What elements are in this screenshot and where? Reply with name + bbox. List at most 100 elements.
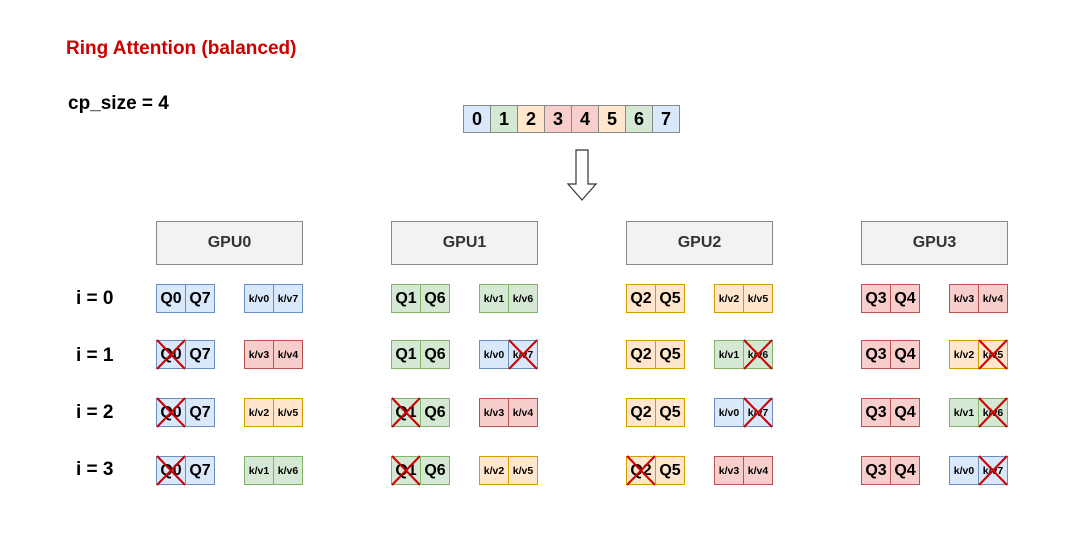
- block-label: k/v2: [953, 348, 975, 361]
- block: Q5: [655, 340, 685, 369]
- block-label: k/v2: [483, 464, 505, 477]
- sequence-token-4: 4: [571, 105, 599, 133]
- block: k/v2: [244, 398, 274, 427]
- kv-blocks-gpu3: k/v1 k/v6: [949, 397, 1008, 428]
- sequence-token-6: 6: [625, 105, 653, 133]
- block-label: Q1: [395, 461, 417, 479]
- block: Q4: [890, 398, 920, 427]
- kv-blocks-gpu3: k/v2 k/v5: [949, 339, 1008, 370]
- block: Q3: [861, 398, 891, 427]
- masked-block: Q1: [391, 397, 421, 428]
- gpu-header-1: GPU1: [391, 221, 538, 265]
- block-label: Q2: [630, 403, 652, 421]
- block-label: k/v2: [718, 292, 740, 305]
- block-label: Q3: [865, 289, 887, 307]
- block: Q4: [890, 340, 920, 369]
- block: k/v3: [714, 456, 744, 485]
- block: Q2: [626, 398, 656, 427]
- block: k/v6: [273, 456, 303, 485]
- sequence-token-5: 5: [598, 105, 626, 133]
- block: k/v5: [508, 456, 538, 485]
- block-label: k/v5: [982, 348, 1004, 361]
- masked-block: k/v7: [508, 339, 538, 370]
- block: k/v4: [978, 284, 1008, 313]
- block-label: Q0: [160, 461, 182, 479]
- block: Q2: [626, 340, 656, 369]
- sequence-token-7: 7: [652, 105, 680, 133]
- masked-block: Q1: [391, 455, 421, 486]
- block: Q6: [420, 284, 450, 313]
- block: Q1: [391, 284, 421, 313]
- block-label: Q6: [424, 403, 446, 421]
- gpu-header-3: GPU3: [861, 221, 1008, 265]
- block-label: Q2: [630, 345, 652, 363]
- block-label: Q5: [659, 289, 681, 307]
- block-label: k/v7: [512, 348, 534, 361]
- sequence-token-3: 3: [544, 105, 572, 133]
- sequence-token-1: 1: [490, 105, 518, 133]
- block: Q4: [890, 284, 920, 313]
- block-label: Q7: [189, 345, 211, 363]
- block: k/v1: [714, 340, 744, 369]
- block: k/v0: [479, 340, 509, 369]
- block-label: k/v5: [277, 406, 299, 419]
- block-label: k/v7: [982, 464, 1004, 477]
- cp-size-label: cp_size = 4: [68, 93, 169, 114]
- block: k/v4: [273, 340, 303, 369]
- block: k/v0: [949, 456, 979, 485]
- masked-block: k/v6: [978, 397, 1008, 428]
- block: Q0: [156, 284, 186, 313]
- masked-block: k/v7: [978, 455, 1008, 486]
- block-label: Q4: [894, 289, 916, 307]
- gpu-header-2: GPU2: [626, 221, 773, 265]
- block-label: k/v1: [953, 406, 975, 419]
- block-label: k/v3: [718, 464, 740, 477]
- masked-block: Q2: [626, 455, 656, 486]
- step-label-3: i = 3: [76, 459, 114, 480]
- block-label: Q5: [659, 403, 681, 421]
- block: Q5: [655, 398, 685, 427]
- block-label: Q6: [424, 289, 446, 307]
- block: Q5: [655, 284, 685, 313]
- block: k/v3: [479, 398, 509, 427]
- block-label: k/v0: [248, 292, 270, 305]
- block: k/v5: [273, 398, 303, 427]
- block-label: k/v3: [248, 348, 270, 361]
- block-label: k/v6: [747, 348, 769, 361]
- block-label: Q5: [659, 345, 681, 363]
- block-label: k/v7: [277, 292, 299, 305]
- step-label-1: i = 1: [76, 345, 114, 366]
- block-label: k/v0: [718, 406, 740, 419]
- block: k/v3: [244, 340, 274, 369]
- masked-block: Q0: [156, 397, 186, 428]
- block: Q1: [391, 340, 421, 369]
- block-label: k/v5: [747, 292, 769, 305]
- block: k/v1: [949, 398, 979, 427]
- block-label: k/v6: [982, 406, 1004, 419]
- block-label: Q6: [424, 345, 446, 363]
- block-label: k/v1: [718, 348, 740, 361]
- block-label: k/v4: [512, 406, 534, 419]
- step-label-0: i = 0: [76, 288, 114, 309]
- block-label: k/v6: [277, 464, 299, 477]
- block-label: k/v2: [248, 406, 270, 419]
- block: k/v1: [479, 284, 509, 313]
- query-blocks-gpu2: Q2 Q5: [626, 398, 685, 427]
- masked-block: k/v7: [743, 397, 773, 428]
- block: k/v1: [244, 456, 274, 485]
- block-label: Q7: [189, 461, 211, 479]
- block: Q3: [861, 340, 891, 369]
